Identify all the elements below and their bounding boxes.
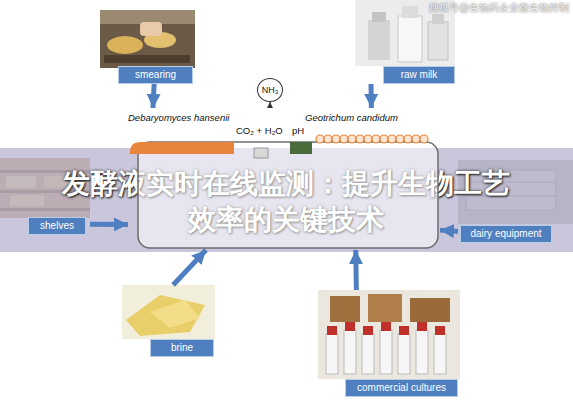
species-name: Debaryomyces hansenii [128,112,229,124]
photo-label-box: raw milk [355,0,455,84]
cheese-rind-drawing [128,108,440,250]
flow-arrow [369,84,374,108]
photo-caption: shelves [28,217,86,235]
photo-caption: dairy equipment [460,225,552,243]
release-arrow [269,102,270,108]
photo-label-box: smearing [100,10,195,84]
photo-label-box: dairy equipment [458,160,568,243]
species-name: Geotrichum candidum [305,112,398,124]
flow-arrow [153,84,154,108]
molecule-name: NH₃ [258,79,282,101]
photo-label-box: commercial cultures [318,290,460,397]
cheese-surface-box: Debaryomyces hansenii Geotrichum candidum… [128,108,440,250]
photo-caption: smearing [118,66,193,84]
flow-arrow [440,230,458,231]
watermark: 搜狐号@生物药企业微生物控制 [429,2,569,14]
metabolite-label: pH [292,125,304,137]
photo-label-box: shelves [0,158,90,236]
flow-arrow [353,250,359,290]
photo-caption: raw milk [383,66,455,84]
photo-caption: brine [150,339,214,357]
flow-arrow [90,222,128,227]
photo-label-box: brine [122,285,215,357]
molecule-circle: NH₃ [257,78,283,102]
metabolite-label: CO₂ + H₂O [236,125,283,137]
photo-caption: commercial cultures [345,379,458,397]
flow-arrow [173,250,206,285]
